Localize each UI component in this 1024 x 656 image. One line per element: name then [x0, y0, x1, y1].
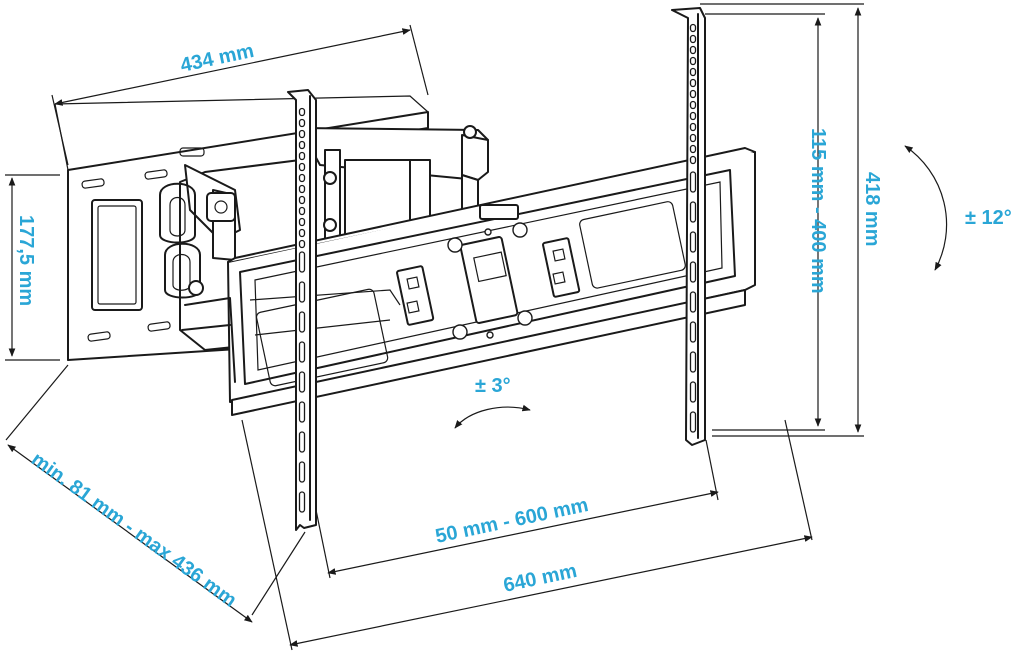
dimension-lines: [5, 3, 948, 651]
bracket-hole: [689, 321, 697, 343]
bracket-holes: [298, 23, 697, 513]
bracket-hole: [689, 381, 697, 403]
bracket-hole: [689, 122, 697, 132]
bracket-hole: [298, 401, 306, 423]
bracket-hole: [689, 100, 697, 110]
bracket-hole: [298, 341, 306, 363]
bracket-hole: [689, 78, 697, 88]
bracket-hole: [298, 129, 306, 139]
bracket-hole: [689, 411, 697, 433]
bracket-hole: [689, 171, 697, 193]
vesa-horizontal-label: 50 mm - 600 mm: [433, 494, 590, 548]
bracket-hole: [689, 291, 697, 313]
tv-plate: [181, 147, 756, 416]
bracket-hole: [689, 144, 697, 154]
bracket-hole: [298, 431, 306, 453]
vertical-bracket-right: [671, 7, 706, 446]
width-wall-label: 434 mm: [178, 40, 255, 77]
bracket-hole: [689, 34, 697, 44]
bracket-hole: [298, 371, 306, 393]
vesa-vertical-label: 115 mm - 400 mm: [807, 128, 829, 294]
bracket-hole: [689, 45, 697, 55]
bracket-hole: [689, 89, 697, 99]
bracket-hole: [298, 281, 306, 303]
rotation-label: ± 3°: [475, 375, 511, 397]
bracket-hole: [298, 173, 306, 183]
bracket-hole: [298, 184, 306, 194]
bracket-hole: [298, 461, 306, 483]
bracket-hole: [298, 140, 306, 150]
articulating-arms: [159, 125, 489, 299]
bracket-hole: [298, 239, 306, 249]
bracket-hole: [298, 162, 306, 172]
bracket-hole: [689, 351, 697, 373]
bracket-hole: [298, 195, 306, 205]
height-wall-label: 177,5 mm: [15, 215, 37, 306]
bracket-hole: [689, 231, 697, 253]
bracket-hole: [298, 151, 306, 161]
bracket-hole: [689, 56, 697, 66]
bracket-hole: [689, 133, 697, 143]
tilt-label: ± 12°: [965, 207, 1012, 229]
bracket-hole: [298, 206, 306, 216]
bracket-hole: [298, 217, 306, 227]
bracket-hole: [298, 228, 306, 238]
bracket-hole: [689, 111, 697, 121]
overall-height-label: 418 mm: [861, 172, 883, 247]
bracket-hole: [689, 23, 697, 33]
bracket-hole: [298, 251, 306, 273]
bracket-hole: [298, 311, 306, 333]
bracket-hole: [298, 118, 306, 128]
depth-label: min. 81 mm - max 436 mm: [27, 448, 240, 612]
overall-width-label: 640 mm: [501, 560, 578, 597]
bracket-hole: [689, 67, 697, 77]
bracket-hole: [298, 107, 306, 117]
bracket-hole: [689, 155, 697, 165]
bracket-hole: [689, 201, 697, 223]
bracket-hole: [689, 261, 697, 283]
bracket-hole: [298, 491, 306, 513]
